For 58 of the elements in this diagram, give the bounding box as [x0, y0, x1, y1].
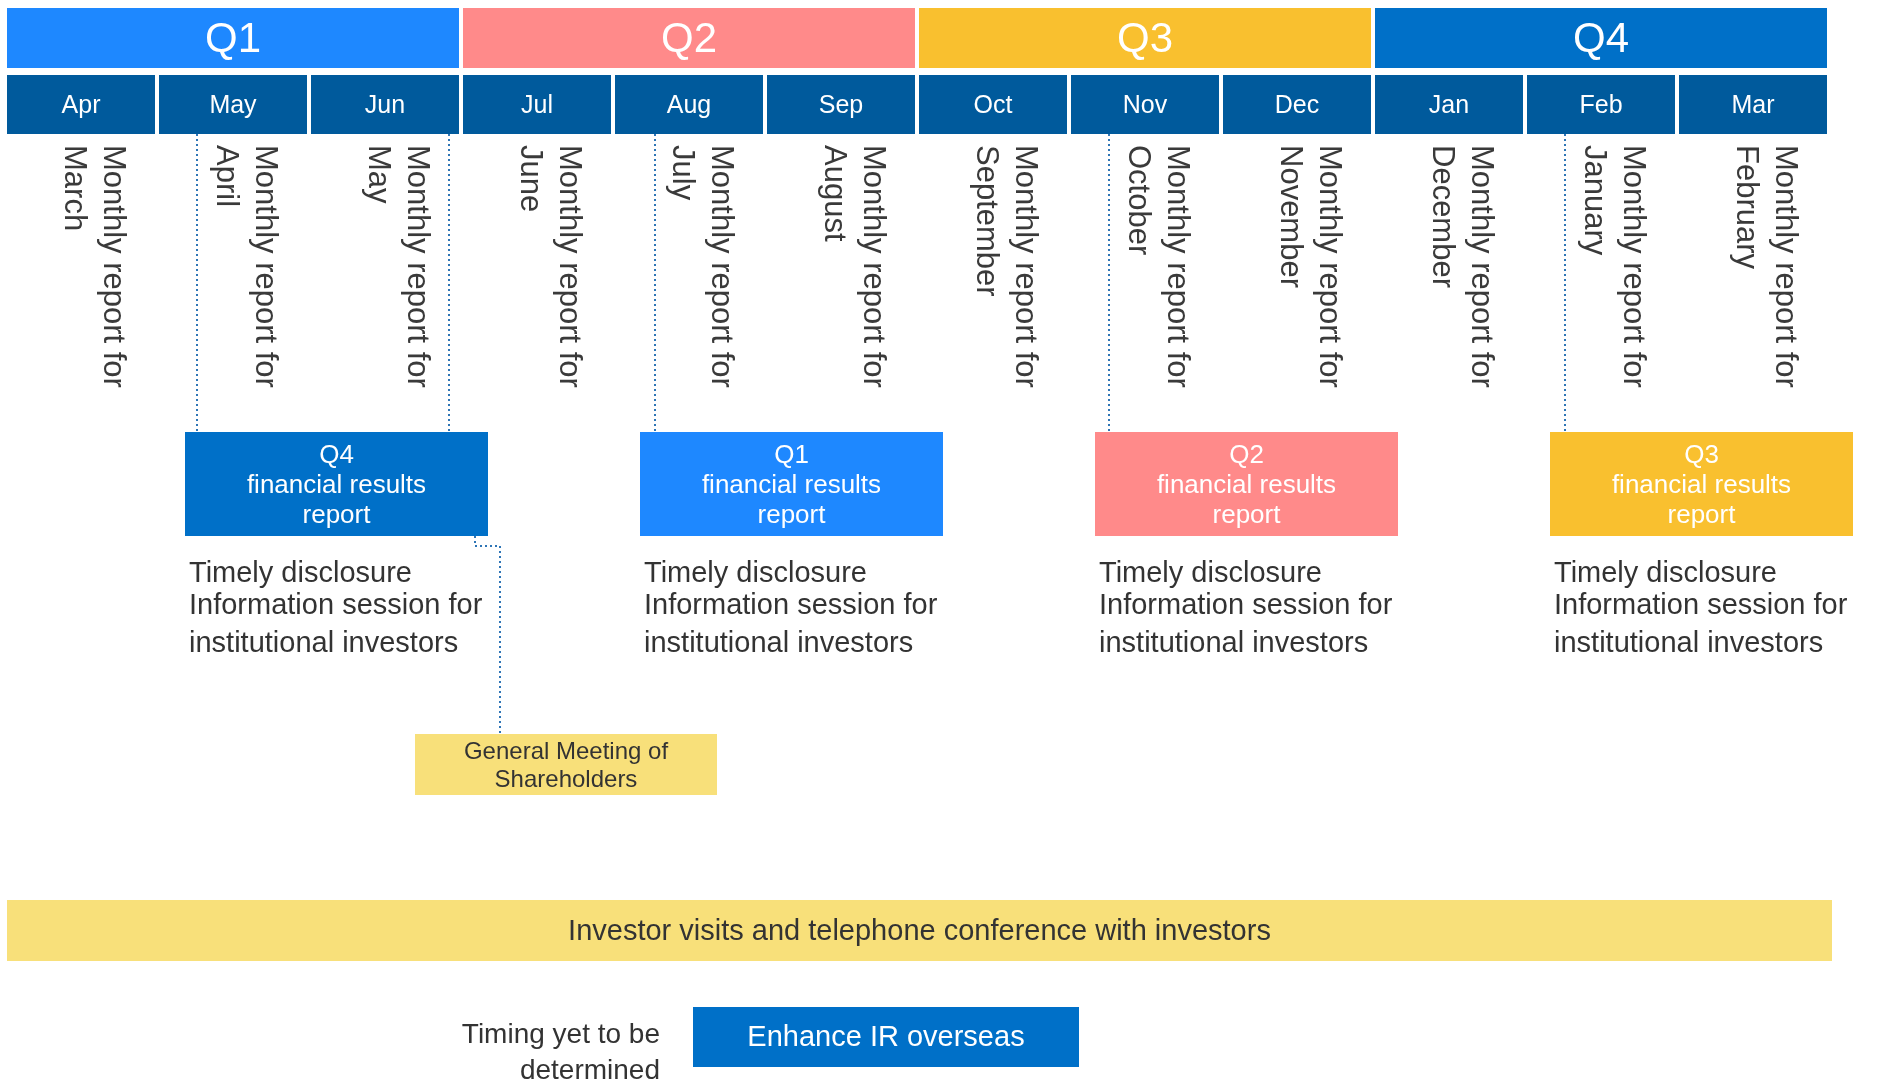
dotted-connector — [474, 535, 501, 735]
dotted-connector — [654, 133, 656, 433]
report-box — [185, 432, 488, 536]
month-header: Jun — [311, 75, 459, 134]
note-text: Information session for institutional investors — [1554, 588, 1849, 660]
quarter-header: Q1 — [7, 8, 459, 68]
box-heading: Q3 — [1683, 439, 1720, 469]
note-text: Timely disclosure — [1099, 555, 1323, 590]
dotted-connector — [1564, 133, 1566, 433]
vertical-label: Monthly report for May — [361, 145, 437, 390]
note-text: Information session for institutional investors — [1099, 588, 1394, 660]
vertical-label: Monthly report for September — [969, 145, 1045, 390]
month-header: Sep — [767, 75, 915, 134]
month-header: Jan — [1375, 75, 1523, 134]
box-text: financial results report — [700, 469, 883, 529]
month-header: Mar — [1679, 75, 1827, 134]
action-box: Enhance IR overseas — [693, 1007, 1079, 1067]
vertical-label: Monthly report for January — [1577, 145, 1653, 390]
timeline-bar: Investor visits and telephone conference with investors — [7, 900, 1832, 961]
box-heading: Q1 — [773, 439, 810, 469]
dotted-connector — [196, 133, 198, 433]
dotted-connector — [1108, 133, 1110, 433]
note-text: Timely disclosure — [189, 555, 413, 590]
vertical-label: Monthly report for November — [1273, 145, 1349, 390]
vertical-label: Monthly report for June — [513, 145, 589, 390]
vertical-label: Monthly report for August — [817, 145, 893, 390]
box-text: financial results report — [1155, 469, 1338, 529]
box-heading: Q4 — [318, 439, 355, 469]
vertical-label: Monthly report for March — [57, 145, 133, 390]
vertical-label: Monthly report for July — [665, 145, 741, 390]
quarter-header: Q2 — [463, 8, 915, 68]
vertical-label: Monthly report for December — [1425, 145, 1501, 390]
month-header: Nov — [1071, 75, 1219, 134]
dotted-connector — [448, 133, 450, 433]
note-text: Timely disclosure — [644, 555, 868, 590]
month-header: Apr — [7, 75, 155, 134]
month-header: Dec — [1223, 75, 1371, 134]
month-header: Oct — [919, 75, 1067, 134]
note-text: Information session for institutional investors — [189, 588, 484, 660]
report-box — [640, 432, 943, 536]
box-text: financial results report — [1610, 469, 1793, 529]
month-header: Feb — [1527, 75, 1675, 134]
quarter-header: Q4 — [1375, 8, 1827, 68]
month-header: Aug — [615, 75, 763, 134]
month-header: May — [159, 75, 307, 134]
month-header: Jul — [463, 75, 611, 134]
vertical-label: Monthly report for February — [1729, 145, 1805, 390]
report-box — [1095, 432, 1398, 536]
vertical-label: Monthly report for October — [1121, 145, 1197, 390]
report-box — [1550, 432, 1853, 536]
vertical-label: Monthly report for April — [209, 145, 285, 390]
box-text: financial results report — [245, 469, 428, 529]
box-heading: Q2 — [1228, 439, 1265, 469]
note-text: Information session for institutional investors — [644, 588, 939, 660]
quarter-header: Q3 — [919, 8, 1371, 68]
note-text: Timely disclosure — [1554, 555, 1778, 590]
note-text: Timing yet to be determined — [460, 1017, 660, 1087]
event-box: General Meeting of Shareholders — [415, 734, 717, 795]
